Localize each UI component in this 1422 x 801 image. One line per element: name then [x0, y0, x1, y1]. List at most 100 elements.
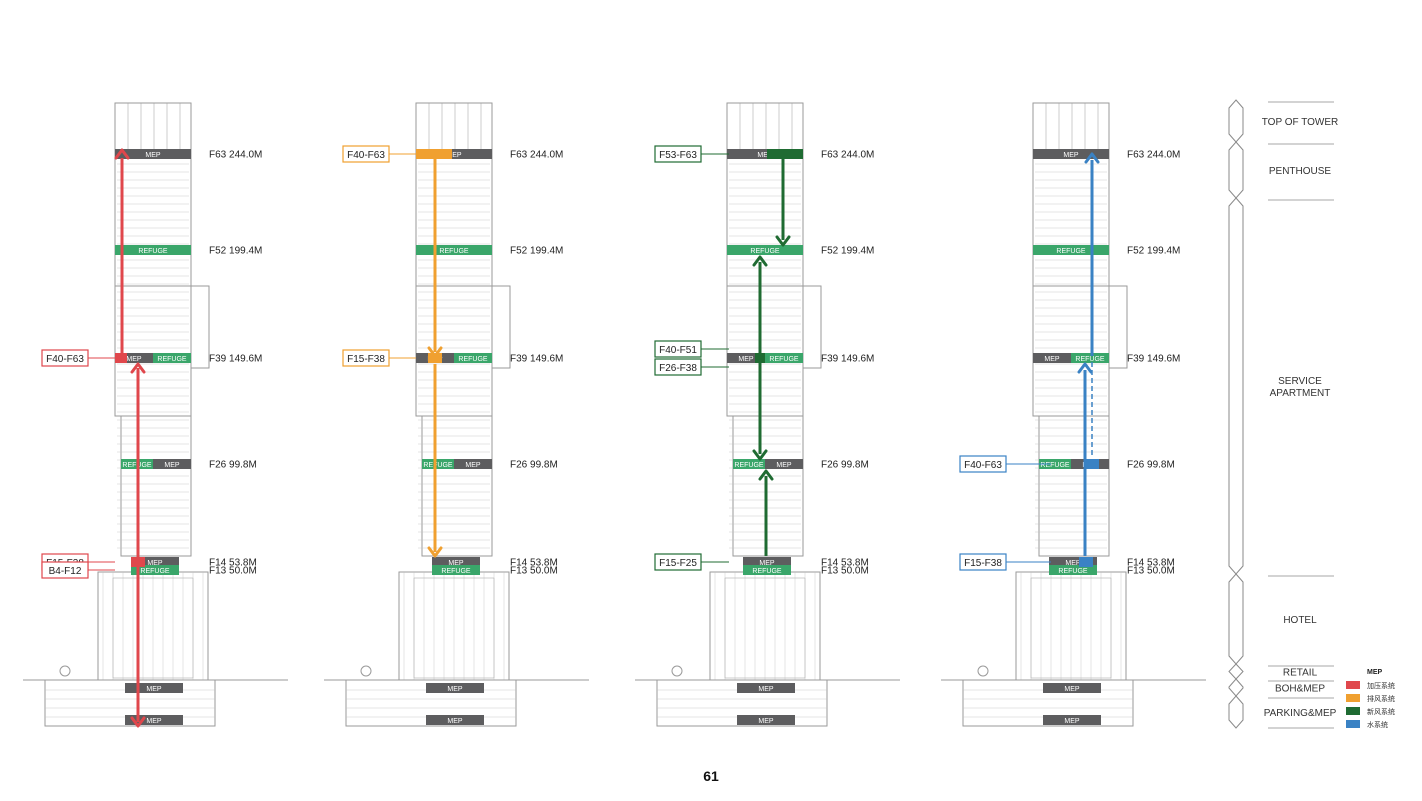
- level-label-f13: F13 50.0M: [510, 566, 558, 577]
- band-f39-refuge: [153, 353, 191, 363]
- crown: [1032, 102, 1110, 155]
- band-b4-mep: [125, 715, 183, 725]
- highlight: [767, 149, 803, 159]
- band-f63-mep-label: MEP: [1063, 152, 1079, 159]
- band-f39-mep-label: MEP: [738, 356, 754, 363]
- band-f26-refuge: [1039, 459, 1071, 469]
- zone-label-6: BOH&MEP: [1275, 684, 1325, 695]
- callout-f40-f63: F40-F63: [959, 455, 1051, 473]
- band-f63-mep: [727, 149, 803, 159]
- band-f26-refuge-label: REFUGE: [1040, 462, 1070, 469]
- arrow-head: [1077, 362, 1093, 374]
- band-b1-mep-label: MEP: [447, 686, 463, 693]
- zone-label-1: TOP OF TOWER: [1262, 117, 1339, 128]
- tower-section-2: MEPREFUGEMEPREFUGEREFUGEMEPMEPREFUGEMEPM…: [324, 102, 589, 727]
- level-label-f63: F63 244.0M: [209, 150, 262, 161]
- upper-bump: [1108, 285, 1128, 369]
- tower-outline: [23, 102, 288, 727]
- upper-bump: [491, 285, 511, 369]
- band-f52-refuge-label: REFUGE: [439, 248, 469, 255]
- zone-marker: [1228, 573, 1244, 665]
- band-f13-refuge: [1049, 565, 1097, 575]
- band-f26-mep: [153, 459, 191, 469]
- band-f63-mep: [115, 149, 191, 159]
- band-f13-refuge-label: REFUGE: [752, 568, 782, 575]
- band-f14-mep-label: MEP: [448, 560, 464, 567]
- legend-title: MEP: [1367, 669, 1383, 676]
- highlight: [115, 353, 127, 363]
- level-label-f13: F13 50.0M: [821, 566, 869, 577]
- tree: [977, 665, 989, 677]
- band-b4-mep: [737, 715, 795, 725]
- callout-f26-f38: F26-F38: [654, 358, 729, 376]
- band-f26-refuge: [422, 459, 454, 469]
- level-label-f26: F26 99.8M: [209, 460, 257, 471]
- callout-label: F26-F38: [659, 363, 697, 374]
- callout-label: F40-F63: [964, 460, 1002, 471]
- band-f52-refuge: [727, 245, 803, 255]
- band-b1-mep-label: MEP: [758, 686, 774, 693]
- callout-label: F15-F38: [964, 558, 1002, 569]
- system-arrows: [114, 148, 146, 728]
- highlight: [131, 557, 145, 567]
- band-f14-mep: [131, 557, 179, 567]
- band-b1-mep-label: MEP: [146, 686, 162, 693]
- level-label-f39: F39 149.6M: [1127, 354, 1180, 365]
- callout-label: F53-F63: [659, 150, 697, 161]
- arrow-head: [752, 449, 768, 461]
- tree: [671, 665, 683, 677]
- mid-lower-shaft: [732, 415, 804, 465]
- legend-label: 加压系统: [1367, 681, 1395, 690]
- level-label-f39: F39 149.6M: [209, 354, 262, 365]
- band-f63-mep-label: MEP: [446, 152, 462, 159]
- band-f26-mep: [765, 459, 803, 469]
- level-label-f13: F13 50.0M: [209, 566, 257, 577]
- band-b1-mep: [737, 683, 795, 693]
- zone-marker: [1228, 141, 1244, 199]
- band-f14-mep: [432, 557, 480, 567]
- band-b4-mep-label: MEP: [447, 718, 463, 725]
- band-b1-mep: [1043, 683, 1101, 693]
- mid-shaft: [415, 285, 493, 417]
- tree: [59, 665, 71, 677]
- highlight: [755, 353, 765, 363]
- band-f39-mep: [1033, 353, 1071, 363]
- band-f13-refuge: [743, 565, 791, 575]
- lower-shaft: [732, 463, 804, 557]
- arrow-head: [114, 148, 130, 160]
- upper-bump: [802, 285, 822, 369]
- band-f26-refuge: [733, 459, 765, 469]
- level-label-f14: F14 53.8M: [821, 558, 869, 569]
- band-f13-refuge-label: REFUGE: [140, 568, 170, 575]
- legend-label: 水系统: [1367, 720, 1388, 729]
- band-f14-mep-label: MEP: [759, 560, 775, 567]
- callout-label: F15-F38: [347, 354, 385, 365]
- arrow-head: [427, 546, 443, 558]
- zone-label-3: SERVICE: [1278, 376, 1322, 387]
- highlight: [1079, 557, 1093, 567]
- band-f14-mep: [1049, 557, 1097, 567]
- band-f13-refuge: [131, 565, 179, 575]
- system-arrows: [752, 149, 803, 556]
- band-f39-refuge: [1071, 353, 1109, 363]
- basement: [962, 679, 1134, 727]
- crown: [415, 102, 493, 155]
- callout-f40-f63: F40-F63: [41, 349, 115, 367]
- level-label-f52: F52 199.4M: [821, 246, 874, 257]
- band-f26-mep: [454, 459, 492, 469]
- callout-f15-f38: F15-F38: [342, 349, 416, 367]
- band-f26-mep-label: MEP: [164, 462, 180, 469]
- band-f39-refuge: [454, 353, 492, 363]
- band-f63-mep-label: MEP: [757, 152, 773, 159]
- basement: [44, 679, 216, 727]
- callout-f15-f38: F15-F38: [959, 553, 1051, 571]
- zone-marker: [1228, 99, 1244, 143]
- callout-f40-f51: F40-F51: [654, 340, 729, 358]
- zone-marker: [1228, 695, 1244, 729]
- level-label-f52: F52 199.4M: [1127, 246, 1180, 257]
- level-label-f63: F63 244.0M: [1127, 150, 1180, 161]
- callout-f40-f63: F40-F63: [342, 145, 416, 163]
- band-b4-mep: [426, 715, 484, 725]
- level-label-f39: F39 149.6M: [510, 354, 563, 365]
- zone-marker: [1228, 678, 1244, 697]
